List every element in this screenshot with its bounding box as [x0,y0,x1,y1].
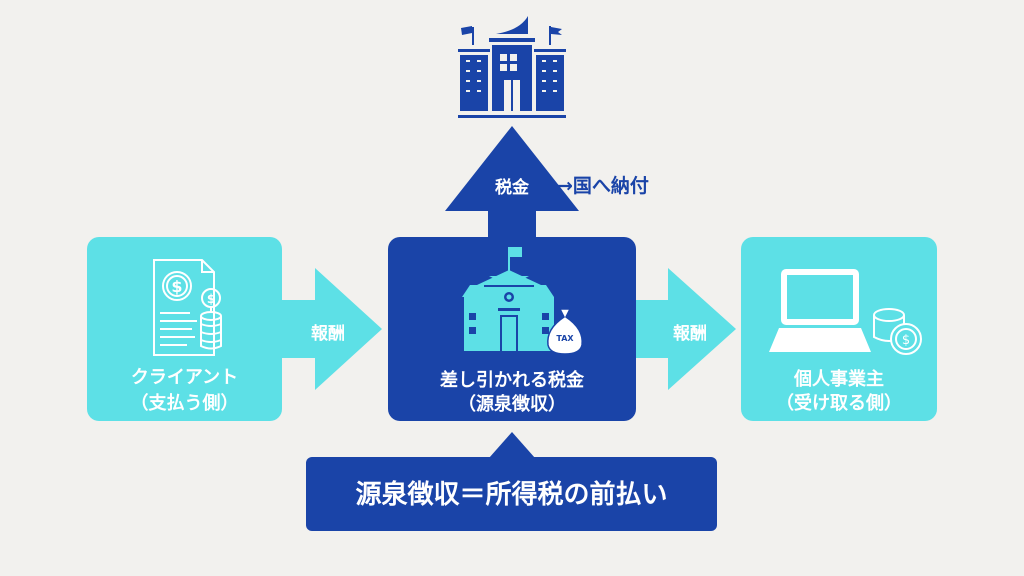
invoice-coins-icon: $ $ [153,259,222,356]
pay-to-state-note: →国へ納付 [557,175,649,197]
client-title: クライアント [130,367,239,388]
client-box: $ $ クライアント （支払う側） [87,237,282,421]
client-subtitle: （支払う側） [130,393,239,414]
freelancer-title: 個人事業主 [794,369,884,390]
withholding-title: 差し引かれる税金 [440,370,584,391]
banner-text: 源泉徴収＝所得税の前払い [355,480,668,510]
tax-arrow-label: 税金 [495,178,529,198]
left-arrow-label: 報酬 [311,324,345,344]
withholding-box: TAX 差し引かれる税金 （源泉徴収） [388,237,636,421]
tax-bag-label: TAX [556,334,574,343]
svg-text:$: $ [207,292,215,306]
withholding-subtitle: （源泉徴収） [458,394,566,415]
svg-text:$: $ [902,333,910,348]
right-arrow-label: 報酬 [673,324,707,344]
freelancer-box: $ 個人事業主 （受け取る側） [741,237,937,421]
banner: 源泉徴収＝所得税の前払い [306,457,717,531]
government-building-icon [458,16,566,118]
laptop-coins-icon: $ [769,269,922,355]
freelancer-subtitle: （受け取る側） [776,393,902,414]
office-tax-bag-icon: TAX [462,247,583,355]
svg-text:$: $ [171,277,182,296]
